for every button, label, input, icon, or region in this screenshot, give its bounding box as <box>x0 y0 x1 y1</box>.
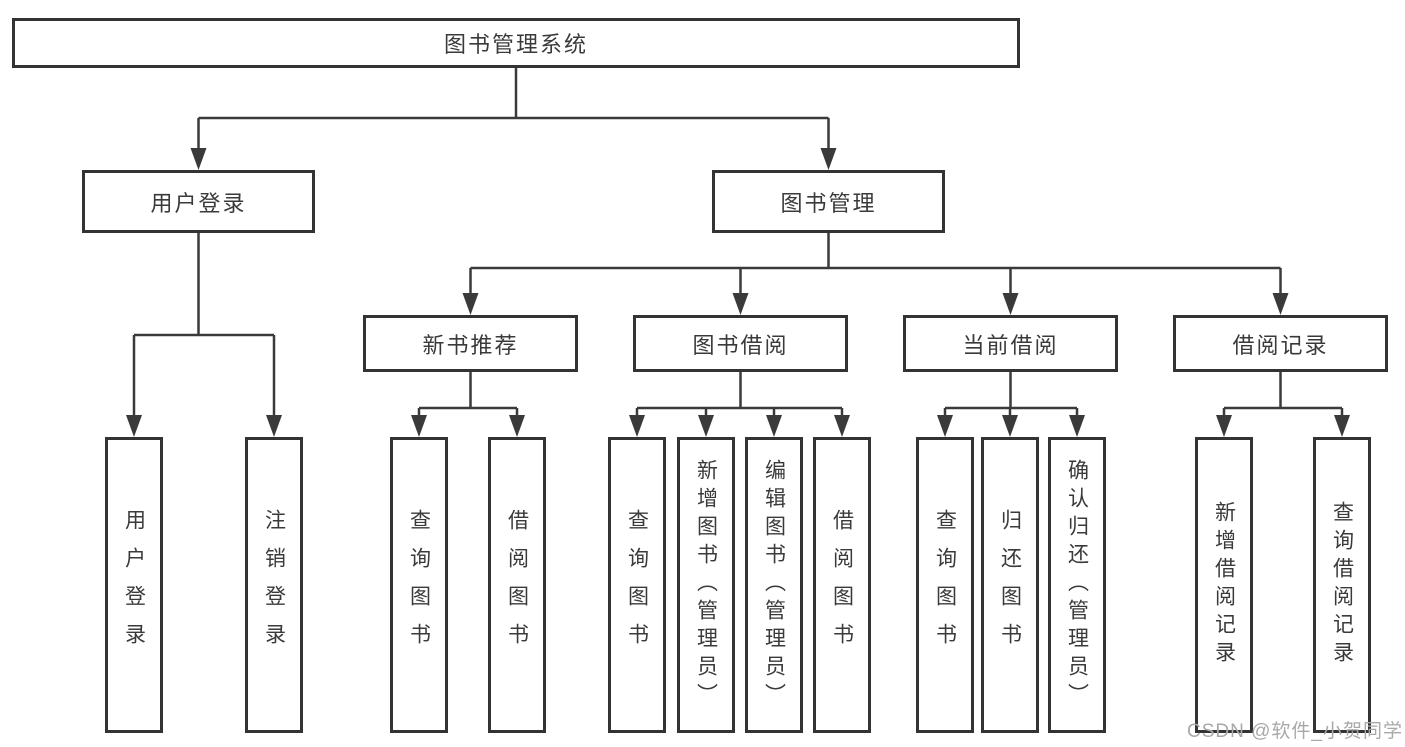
leaf-borrow-book: 借阅图书 <box>813 437 871 733</box>
leaf-add-borrow-record-label: 新增借阅记录 <box>1212 501 1236 669</box>
connector-borrow-record-children <box>1222 372 1344 421</box>
leaf-query-books-current: 查询图书 <box>916 437 974 733</box>
leaf-logout-label: 注销登录 <box>262 509 286 661</box>
connector-book-borrow-children <box>635 372 844 421</box>
connector-current-borrow-children <box>943 372 1079 421</box>
leaf-query-books-recommend-label: 查询图书 <box>407 509 431 661</box>
leaf-query-borrow-record: 查询借阅记录 <box>1313 437 1371 733</box>
leaf-user-login: 用户登录 <box>105 437 163 733</box>
leaf-add-borrow-record: 新增借阅记录 <box>1195 437 1253 733</box>
node-new-book-recommend: 新书推荐 <box>363 315 578 372</box>
node-borrow-records: 借阅记录 <box>1173 315 1388 372</box>
node-borrow-records-label: 借阅记录 <box>1232 332 1329 358</box>
leaf-confirm-return-admin: 确认归还（管理员） <box>1048 437 1106 733</box>
leaf-borrow-book-recommend-label: 借阅图书 <box>505 509 529 661</box>
node-current-borrow-label: 当前借阅 <box>962 332 1059 358</box>
node-root-label: 图书管理系统 <box>443 32 588 57</box>
leaf-borrow-book-recommend: 借阅图书 <box>488 437 546 733</box>
leaf-logout: 注销登录 <box>245 437 303 733</box>
node-book-borrow: 图书借阅 <box>633 315 848 372</box>
node-book-borrow-label: 图书借阅 <box>692 332 789 358</box>
leaf-confirm-return-admin-label: 确认归还（管理员） <box>1065 459 1089 711</box>
node-current-borrow: 当前借阅 <box>903 315 1118 372</box>
leaf-query-borrow-record-label: 查询借阅记录 <box>1330 501 1354 669</box>
connector-book-management-sections <box>469 233 1282 299</box>
connector-root-branches <box>197 68 830 154</box>
leaf-add-book-admin-label: 新增图书（管理员） <box>694 459 718 711</box>
connector-new-book-children <box>417 372 519 421</box>
node-book-management-label: 图书管理 <box>780 190 877 216</box>
connector-user-login-children <box>132 233 276 421</box>
node-user-login: 用户登录 <box>82 170 315 233</box>
leaf-edit-book-admin: 编辑图书（管理员） <box>745 437 803 733</box>
leaf-borrow-book-label: 借阅图书 <box>830 509 854 661</box>
node-root: 图书管理系统 <box>12 18 1020 68</box>
node-book-management: 图书管理 <box>712 170 945 233</box>
leaf-add-book-admin: 新增图书（管理员） <box>677 437 735 733</box>
leaf-query-books-current-label: 查询图书 <box>933 509 957 661</box>
leaf-edit-book-admin-label: 编辑图书（管理员） <box>762 459 786 711</box>
leaf-user-login-label: 用户登录 <box>122 509 146 661</box>
leaf-query-books-borrow: 查询图书 <box>608 437 666 733</box>
leaf-return-book: 归还图书 <box>981 437 1039 733</box>
leaf-return-book-label: 归还图书 <box>998 509 1022 661</box>
leaf-query-books-borrow-label: 查询图书 <box>625 509 649 661</box>
leaf-query-books-recommend: 查询图书 <box>390 437 448 733</box>
node-user-login-label: 用户登录 <box>150 190 247 216</box>
csdn-watermark: CSDN @软件_小贺同学 <box>1187 721 1403 742</box>
node-new-book-recommend-label: 新书推荐 <box>422 332 519 358</box>
